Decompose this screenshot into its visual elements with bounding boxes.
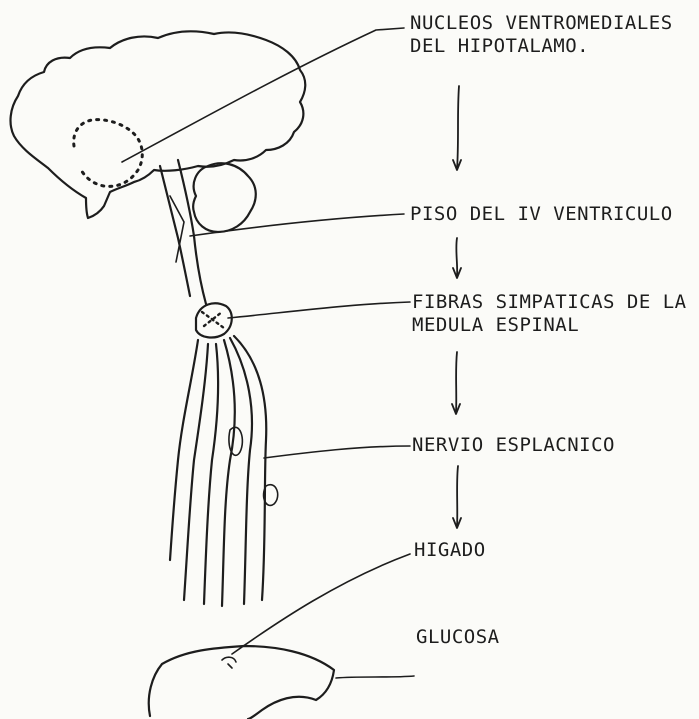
- flow-arrow-1: [453, 86, 461, 170]
- nerve-bundle: [170, 336, 278, 606]
- brain-outline: [11, 31, 306, 218]
- label-fibras-simpaticas: FIBRAS SIMPATICAS DE LA MEDULA ESPINAL: [412, 291, 687, 337]
- flow-arrow-3: [452, 352, 460, 414]
- label-nucleos-line-2: DEL HIPOTALAMO.: [410, 35, 673, 58]
- liver-outline: [149, 646, 334, 719]
- leader-line-higado: [232, 554, 410, 654]
- cerebellum-outline: [193, 163, 256, 232]
- label-nervio-esplacnico: NERVIO ESPLACNICO: [412, 434, 615, 457]
- brainstem: [160, 166, 190, 296]
- flow-arrow-4: [453, 466, 461, 528]
- label-piso-iv-ventriculo: PISO DEL IV VENTRICULO: [410, 203, 673, 226]
- leader-line-nervio: [264, 446, 410, 458]
- label-nucleos-ventromediales: NUCLEOS VENTROMEDIALES DEL HIPOTALAMO.: [410, 12, 673, 58]
- flow-arrow-2: [453, 238, 461, 278]
- label-nucleos-line-1: NUCLEOS VENTROMEDIALES: [410, 12, 673, 35]
- hypothalamus-dotted-outline: [74, 120, 143, 187]
- label-fibras-line-2: MEDULA ESPINAL: [412, 314, 687, 337]
- leader-line-fibras: [228, 302, 410, 318]
- label-fibras-line-1: FIBRAS SIMPATICAS DE LA: [412, 291, 687, 314]
- leader-line-nucleos: [122, 28, 404, 162]
- label-glucosa: GLUCOSA: [416, 626, 500, 649]
- leader-line-glucosa: [336, 676, 414, 678]
- label-higado: HIGADO: [414, 539, 486, 562]
